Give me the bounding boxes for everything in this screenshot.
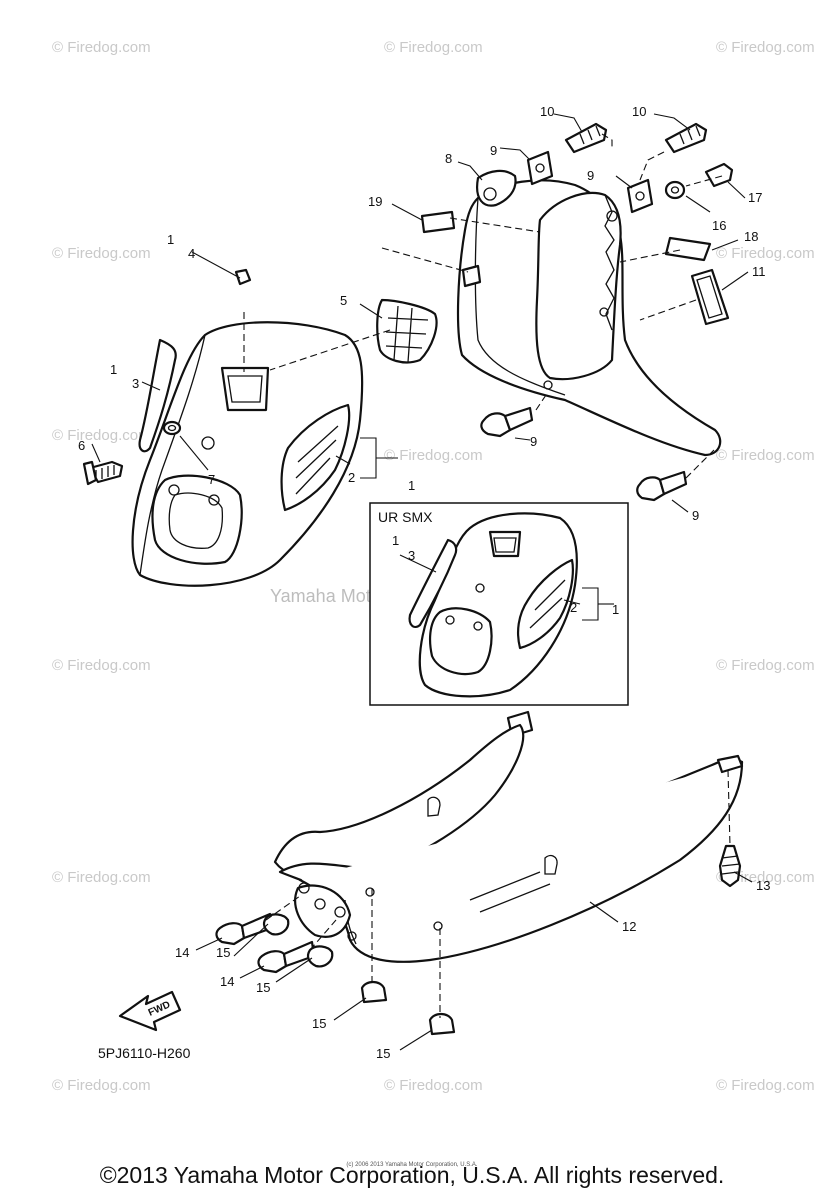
- callout-1: 1: [408, 478, 415, 493]
- callout-2: 2: [348, 470, 355, 485]
- callout-15: 15: [312, 1016, 326, 1031]
- inset-title: UR SMX: [378, 509, 433, 525]
- callout-3: 3: [132, 376, 139, 391]
- callout-16: 16: [712, 218, 726, 233]
- inset-ur-smx: UR SMX: [369, 502, 629, 706]
- callout-17: 17: [748, 190, 762, 205]
- callout-9: 9: [587, 168, 594, 183]
- callout-18: 18: [744, 229, 758, 244]
- callout-9: 9: [490, 143, 497, 158]
- watermark: © Firedog.com: [716, 657, 815, 674]
- callout-14: 14: [220, 974, 234, 989]
- watermark: © Firedog.com: [52, 657, 151, 674]
- copyright-footer: ©2013 Yamaha Motor Corporation, U.S.A. A…: [99, 1162, 725, 1188]
- callout-10: 10: [540, 104, 554, 119]
- callout-15: 15: [376, 1046, 390, 1061]
- watermark: © Firedog.com: [384, 1077, 483, 1094]
- callout-11: 11: [752, 264, 766, 279]
- callout-6: 6: [78, 438, 85, 453]
- watermark: © Firedog.com: [716, 447, 815, 464]
- watermark: © Firedog.com: [716, 1077, 815, 1094]
- callout-1: 1: [612, 602, 619, 617]
- tiny-copyright: (c) 2006 2013 Yamaha Motor Corporation, …: [346, 1162, 478, 1168]
- watermark: © Firedog.com: [52, 427, 151, 444]
- callout-7: 7: [208, 472, 215, 487]
- callout-numbers: 10 10 8 9 9 17 19 16 18 11 9 9 1 4 5 1 3…: [78, 104, 770, 1061]
- callout-10: 10: [632, 104, 646, 119]
- callout-12: 12: [622, 919, 636, 934]
- callout-5: 5: [340, 293, 347, 308]
- front-cover: [82, 268, 438, 587]
- watermark: © Firedog.com: [52, 869, 151, 886]
- leg-shield: [456, 169, 722, 457]
- watermark: © Firedog.com: [716, 39, 815, 56]
- upper-fasteners: [420, 122, 734, 502]
- callout-14: 14: [175, 945, 189, 960]
- callout-1: 1: [167, 232, 174, 247]
- diagram-code: 5PJ6110-H260: [98, 1045, 191, 1061]
- watermark: © Firedog.com: [384, 447, 483, 464]
- leader-lines: [91, 113, 749, 513]
- watermark: © Firedog.com: [716, 869, 815, 886]
- callout-8: 8: [445, 151, 452, 166]
- callout-9: 9: [692, 508, 699, 523]
- watermark: © Firedog.com: [52, 1077, 151, 1094]
- footboard: [195, 710, 753, 1051]
- callout-3: 3: [408, 548, 415, 563]
- watermark: © Firedog.com: [52, 245, 151, 262]
- watermarks: © Firedog.com © Firedog.com © Firedog.co…: [52, 39, 815, 1094]
- callout-1: 1: [110, 362, 117, 377]
- callout-1: 1: [392, 533, 399, 548]
- callout-13: 13: [756, 878, 770, 893]
- callout-2: 2: [570, 600, 577, 615]
- callout-15: 15: [256, 980, 270, 995]
- watermark: © Firedog.com: [716, 245, 815, 262]
- watermark: © Firedog.com: [52, 39, 151, 56]
- fwd-arrow: FWD: [118, 990, 182, 1032]
- callout-9: 9: [530, 434, 537, 449]
- watermark: © Firedog.com: [384, 39, 483, 56]
- callout-15: 15: [216, 945, 230, 960]
- callout-19: 19: [368, 194, 382, 209]
- callout-4: 4: [188, 246, 195, 261]
